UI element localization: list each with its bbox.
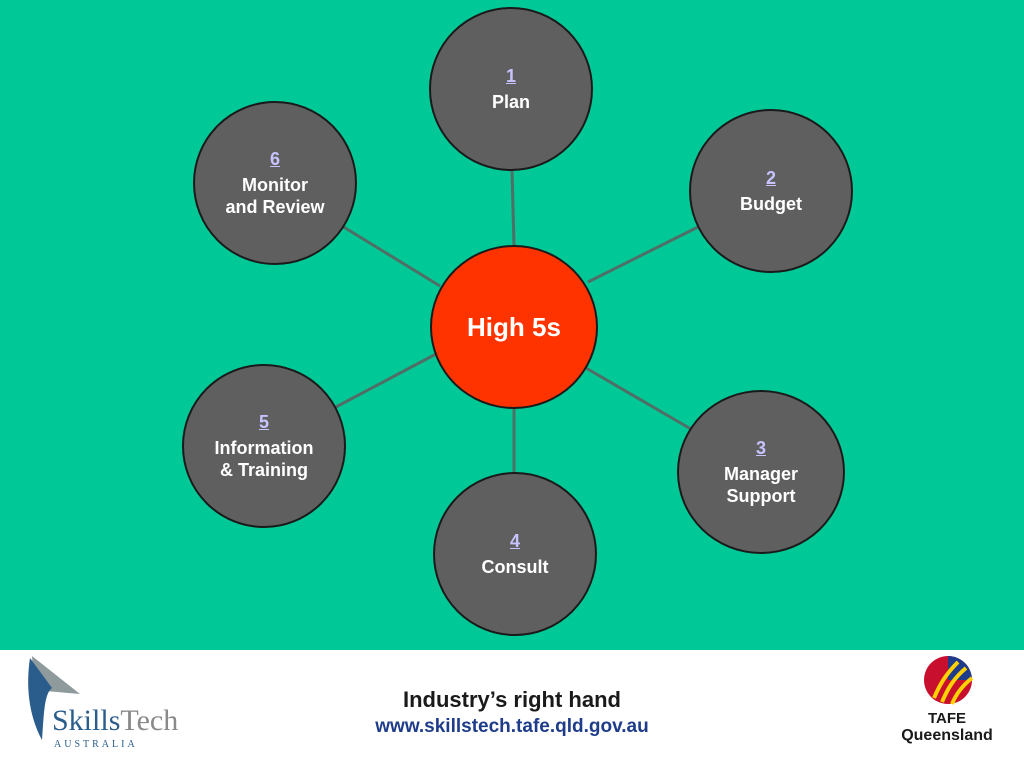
node-monitor-review[interactable]: 6 Monitor and Review	[193, 101, 357, 265]
connector-lines	[333, 169, 701, 473]
node-consult[interactable]: 4 Consult	[433, 472, 597, 636]
footer-bar: SkillsTech AUSTRALIA Industry’s right ha…	[0, 650, 1024, 768]
node-number[interactable]: 2	[765, 168, 776, 188]
queensland-text: Queensland	[901, 727, 993, 744]
node-number[interactable]: 1	[505, 66, 516, 86]
connector-monitor-review	[341, 224, 441, 288]
diagram-area: 1 Plan 2 Budget 3 Manager Support 4 Cons…	[0, 0, 1024, 650]
node-label: Budget	[740, 194, 802, 214]
node-label: Monitor and Review	[225, 175, 325, 217]
node-number[interactable]: 4	[509, 531, 520, 551]
hub-label: High 5s	[467, 311, 561, 342]
brand-name: SkillsTech	[52, 704, 178, 738]
brand-name-tech: Tech	[120, 704, 179, 737]
connector-manager-support	[585, 366, 697, 434]
node-manager-support[interactable]: 3 Manager Support	[677, 390, 845, 554]
tafe-queensland-logo: TAFE Queensland	[896, 654, 1006, 754]
node-label: Consult	[481, 557, 549, 577]
hub-circle: High 5s	[430, 245, 598, 409]
connector-information-training	[333, 352, 437, 410]
node-information-training[interactable]: 5 Information & Training	[182, 364, 346, 528]
brand-subtitle: AUSTRALIA	[54, 739, 138, 750]
skillstech-logo: SkillsTech AUSTRALIA	[26, 654, 196, 754]
connector-budget	[587, 224, 701, 284]
node-label: Plan	[491, 92, 530, 112]
node-label: Manager Support	[723, 464, 799, 506]
node-number[interactable]: 3	[755, 438, 766, 458]
node-number[interactable]: 6	[269, 149, 280, 169]
node-number[interactable]: 5	[258, 412, 269, 432]
node-plan[interactable]: 1 Plan	[429, 7, 593, 171]
sail-logo-icon	[28, 656, 80, 740]
website-link[interactable]: www.skillstech.tafe.qld.gov.au	[375, 716, 649, 737]
connector-plan	[510, 169, 516, 247]
tagline: Industry’s right hand	[403, 687, 621, 712]
node-budget[interactable]: 2 Budget	[689, 109, 853, 273]
node-label: Information & Training	[214, 438, 314, 480]
tafe-text: TAFE	[927, 710, 967, 727]
tafe-emblem-icon	[924, 656, 974, 705]
brand-name-skills: Skills	[52, 704, 121, 737]
